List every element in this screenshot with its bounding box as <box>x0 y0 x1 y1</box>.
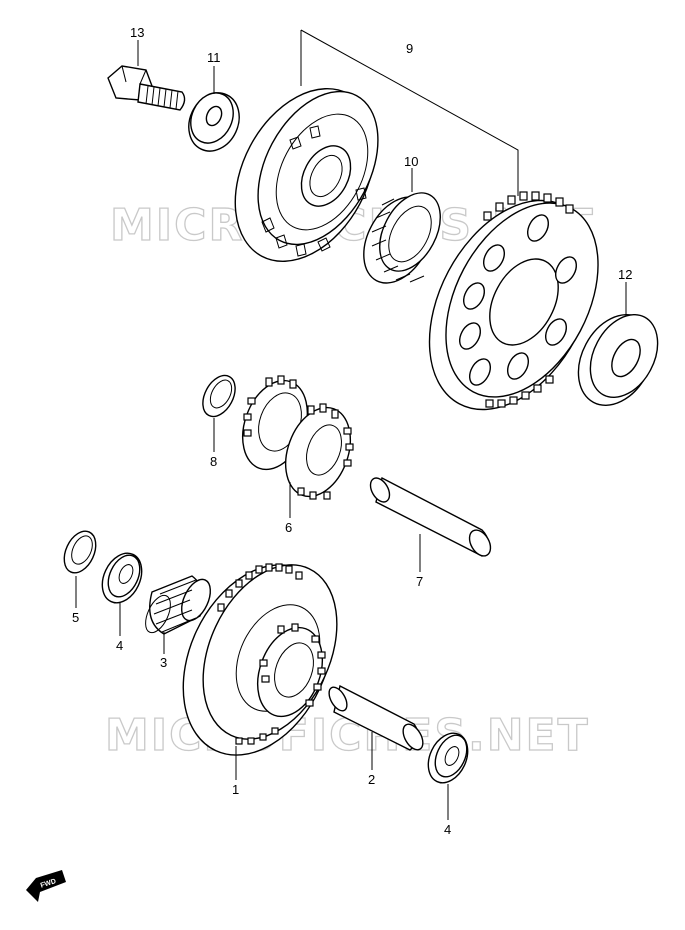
fwd-label: FWD <box>40 878 57 890</box>
callout-5: 5 <box>72 610 79 625</box>
part-4-washer-upper <box>101 552 143 604</box>
callout-4-lower: 4 <box>444 822 451 837</box>
callout-11: 11 <box>207 50 221 65</box>
part-5-washer <box>63 530 97 574</box>
callout-3: 3 <box>160 655 167 670</box>
part-3-bearing <box>145 575 212 635</box>
callout-13: 13 <box>130 25 144 40</box>
part-9-gear <box>428 191 599 411</box>
part-10-bearing <box>363 192 441 284</box>
callout-1: 1 <box>232 782 239 797</box>
callout-12: 12 <box>618 267 632 282</box>
part-9-clutch-housing <box>234 88 379 262</box>
part-7-shaft <box>369 476 492 557</box>
part-11-washer <box>188 92 240 152</box>
callout-9: 9 <box>406 41 413 56</box>
callout-2: 2 <box>368 772 375 787</box>
part-8-washer <box>202 374 236 418</box>
part-6-double-gear <box>242 375 354 500</box>
part-1-gear <box>182 563 338 756</box>
callout-10: 10 <box>404 154 418 169</box>
fwd-arrow-icon: FWD <box>26 870 66 902</box>
part-13-bolt <box>107 65 186 111</box>
callout-4-upper: 4 <box>116 638 123 653</box>
part-4-washer-lower <box>427 732 469 784</box>
part-12-washer <box>577 313 659 406</box>
callout-7: 7 <box>416 574 423 589</box>
leader-lines <box>75 29 627 820</box>
callout-8: 8 <box>210 454 217 469</box>
part-2-shaft <box>328 684 424 751</box>
callout-6: 6 <box>285 520 292 535</box>
